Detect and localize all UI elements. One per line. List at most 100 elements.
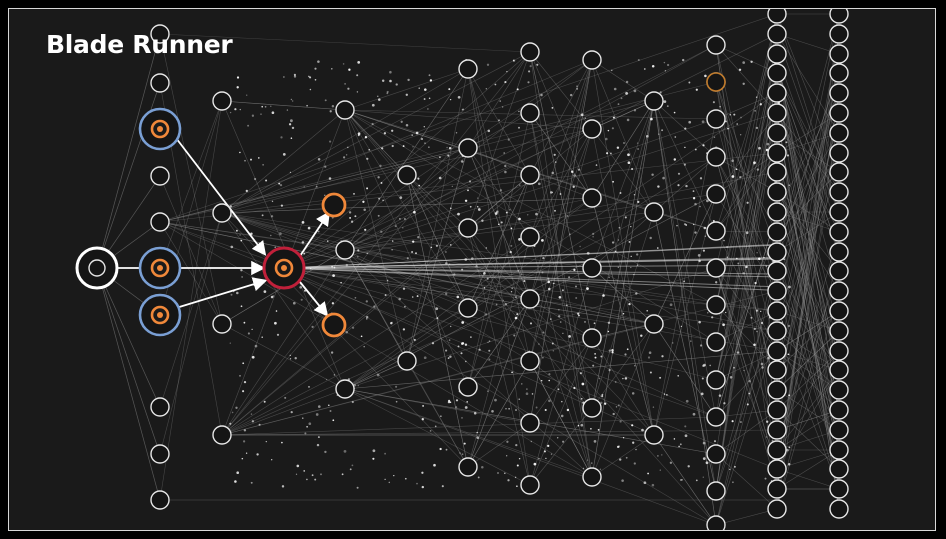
edge — [776, 112, 840, 391]
edge — [776, 72, 840, 253]
edge — [715, 33, 778, 418]
edge — [715, 193, 778, 292]
edge — [467, 68, 531, 362]
edge-particle — [732, 481, 734, 484]
edge — [467, 147, 531, 300]
edge-particle — [306, 478, 308, 481]
edge-particle — [739, 176, 742, 179]
edge-particle — [558, 315, 561, 318]
edge — [221, 388, 346, 436]
edge-particle — [590, 427, 592, 430]
network-node — [212, 203, 232, 223]
network-node — [520, 103, 540, 123]
edge-particle — [556, 437, 559, 439]
edge — [776, 251, 840, 510]
edge — [715, 118, 778, 233]
edge-particle — [484, 313, 488, 316]
edge — [591, 100, 655, 339]
dim-highlight-node — [706, 72, 726, 92]
edge-particle — [692, 197, 696, 200]
edge-particle — [329, 140, 332, 143]
edge-particle — [329, 110, 332, 113]
network-node — [829, 44, 849, 64]
edge-particle — [574, 285, 578, 288]
edge-particle — [755, 96, 758, 98]
edge-particle — [271, 459, 273, 461]
edge-particle — [657, 185, 660, 188]
edge — [715, 267, 778, 352]
edge-particle — [600, 355, 603, 358]
edge-particle — [326, 240, 329, 243]
edge-particle — [428, 74, 431, 77]
edge-particle — [617, 266, 619, 268]
edge-particle — [648, 351, 652, 354]
edge-particle — [702, 144, 705, 147]
edge — [529, 51, 593, 478]
edge — [776, 132, 840, 451]
edge-particle — [324, 194, 326, 196]
edge — [221, 51, 531, 436]
edge-particle — [290, 119, 293, 123]
edge — [159, 175, 223, 325]
edge-particle — [612, 116, 615, 119]
edge-particle — [300, 298, 303, 301]
edge-particle — [557, 388, 560, 391]
edge-particle — [258, 423, 261, 426]
edge — [776, 350, 840, 371]
edge — [776, 171, 840, 233]
edge-particle — [702, 249, 705, 252]
edge-particle — [688, 81, 691, 84]
edge-particle — [551, 107, 554, 109]
network-node — [335, 240, 355, 260]
edge-particle — [402, 227, 404, 229]
edge-particle — [433, 463, 436, 467]
edge-particle — [362, 200, 365, 203]
edge-particle — [760, 362, 764, 366]
edge — [591, 59, 655, 102]
edge — [344, 109, 655, 213]
edge — [776, 72, 840, 213]
edge — [715, 53, 778, 306]
edge-particle — [750, 60, 753, 63]
edge-particle — [445, 448, 448, 451]
network-node — [458, 138, 478, 158]
edge-particle — [229, 111, 232, 114]
edge-particle — [731, 420, 734, 423]
edge-particle — [547, 277, 550, 280]
network-node — [829, 400, 849, 420]
edge — [591, 100, 655, 409]
edge-particle — [389, 70, 392, 74]
edge — [776, 171, 840, 332]
edge-particle — [651, 173, 654, 176]
edge-particle — [382, 199, 384, 202]
edge — [715, 53, 778, 492]
edge-particle — [531, 393, 534, 395]
edge — [344, 109, 408, 362]
edge-particle — [417, 177, 420, 180]
highlight-arrow — [299, 281, 329, 317]
edge-particle — [677, 184, 680, 187]
edge — [344, 109, 717, 343]
edge-particle — [386, 92, 389, 95]
edge — [283, 51, 531, 269]
edge-particle — [461, 453, 464, 456]
edge-particle — [704, 235, 706, 237]
edge — [406, 174, 469, 468]
edge — [221, 174, 531, 214]
edge-particle — [309, 88, 312, 91]
edge-particle — [290, 410, 293, 414]
edge-particle — [729, 468, 731, 471]
edge — [776, 152, 840, 253]
edge-particle — [612, 412, 615, 416]
network-node — [767, 202, 787, 222]
network-node — [582, 119, 602, 139]
edge-particle — [510, 244, 513, 247]
network-node — [829, 360, 849, 380]
edge-particle — [349, 468, 352, 471]
edge-particle — [477, 197, 479, 199]
edge — [715, 267, 778, 470]
edge-particle — [236, 291, 239, 295]
edge-particle — [417, 235, 420, 239]
edge-particle — [455, 131, 458, 134]
edge — [283, 267, 778, 278]
